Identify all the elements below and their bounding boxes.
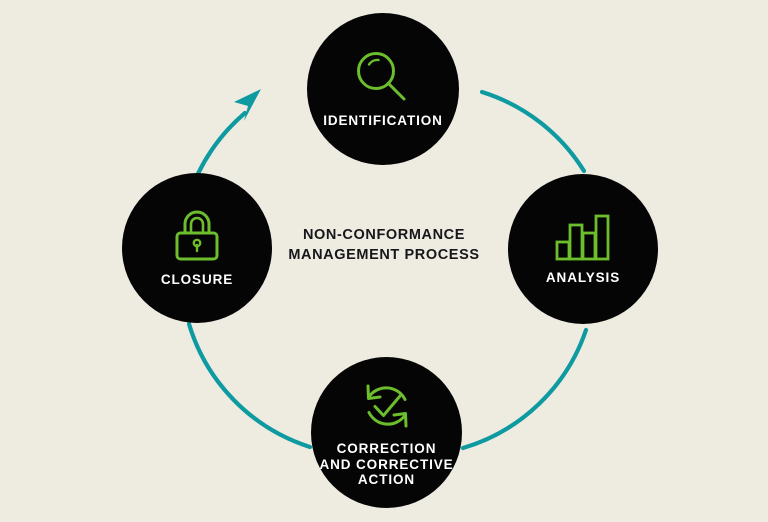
arrowhead-icon [234,89,261,121]
bar-chart-icon [554,212,612,262]
refresh-check-icon [358,377,416,435]
node-label-correction: CORRECTION AND CORRECTIVE ACTION [319,440,454,488]
node-label-closure: CLOSURE [160,272,234,288]
node-label-identification: IDENTIFICATION [323,113,443,129]
node-closure[interactable]: CLOSURE [122,173,272,323]
arc-identification-to-analysis [479,89,587,174]
node-correction[interactable]: CORRECTION AND CORRECTIVE ACTION [311,357,462,508]
magnifier-icon [351,49,415,107]
diagram-title: NON-CONFORMANCE MANAGEMENT PROCESS [288,227,480,263]
padlock-icon [169,208,225,264]
arc-correction-to-closure [186,321,313,450]
node-identification[interactable]: IDENTIFICATION [307,13,459,165]
node-analysis[interactable]: ANALYSIS [508,174,658,324]
arc-analysis-to-correction [460,327,589,451]
node-label-analysis: ANALYSIS [545,270,621,286]
